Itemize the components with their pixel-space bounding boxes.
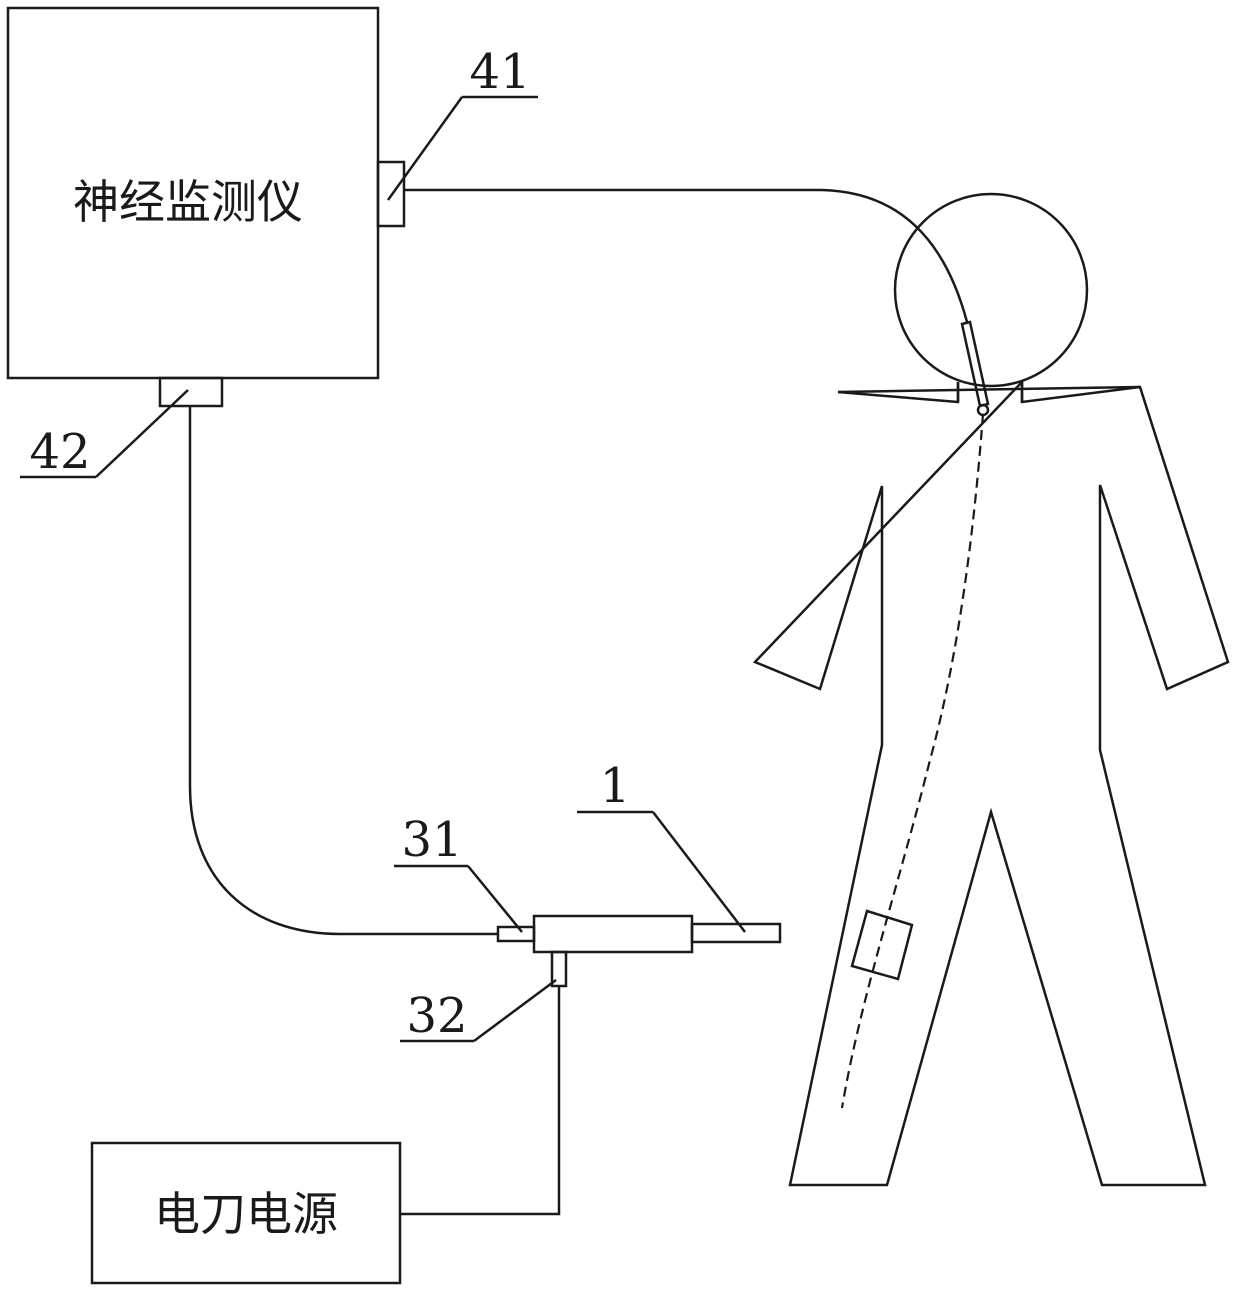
handpiece-body [534,916,692,952]
callout-31-leader [468,866,522,932]
callout-42-label: 42 [29,424,90,480]
electrosurgical-handpiece [498,916,780,986]
callout-1: 1 [577,758,745,932]
head-electrode [962,322,988,415]
power-supply: 电刀电源 [92,1143,400,1283]
callout-31-label: 31 [401,812,462,868]
handpiece-tip-1 [692,924,780,942]
power-supply-label: 电刀电源 [154,1187,338,1241]
callout-1-label: 1 [600,758,631,814]
callout-41-label: 41 [469,44,530,100]
nerve-path-dashed [842,414,983,1108]
patient-head [895,194,1087,386]
patient-shoulder-line [838,387,1140,392]
patient-figure [755,194,1228,1185]
nerve-monitor-label: 神经监测仪 [73,175,303,229]
callout-1-leader [653,812,745,932]
callout-41: 41 [388,44,538,200]
callout-32-label: 32 [406,988,467,1044]
handpiece-port-31 [498,927,534,941]
head-electrode-needle [962,322,988,406]
port-42 [160,378,222,406]
nerve-monitor: 神经监测仪 [8,8,378,378]
callout-32: 32 [400,980,556,1044]
patient-body-outline [755,382,1228,1185]
callout-32-leader [474,980,556,1041]
callout-41-leader [388,97,462,200]
callout-31: 31 [394,812,522,932]
cable-41-to-electrode [404,190,967,322]
callout-42: 42 [20,390,188,480]
callout-42-leader [96,390,188,477]
leg-electrode-pad [852,911,912,979]
